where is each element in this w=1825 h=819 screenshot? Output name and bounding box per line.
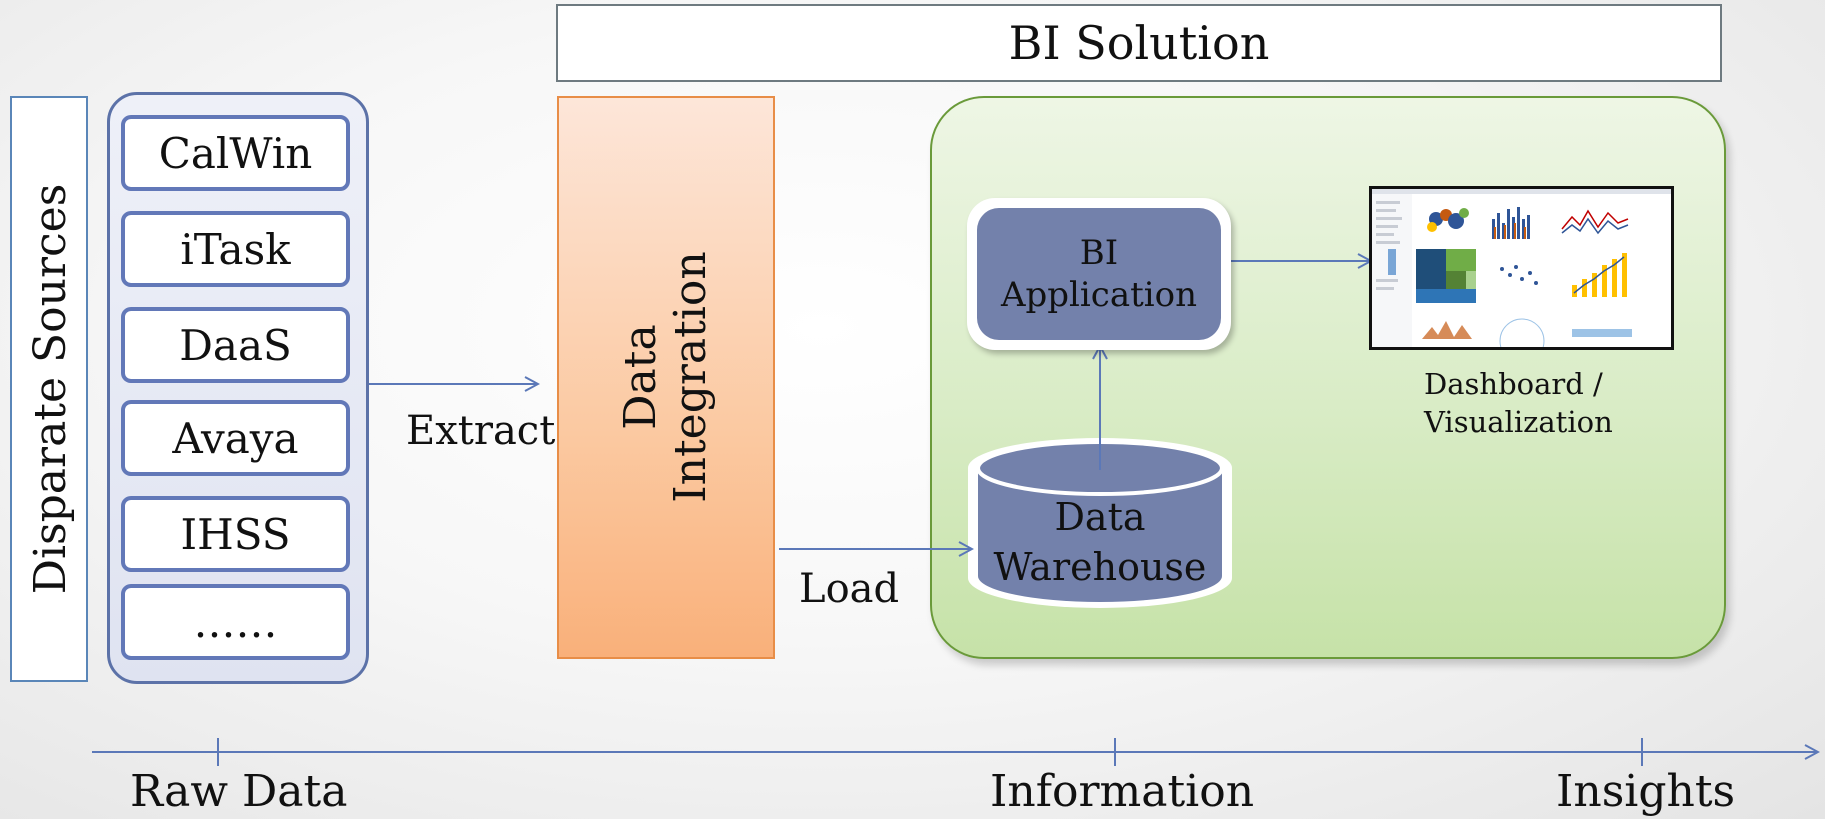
load-label: Load bbox=[799, 566, 900, 612]
timeline-label-raw-data: Raw Data bbox=[130, 766, 348, 817]
timeline-label-information: Information bbox=[990, 766, 1255, 817]
source-ihss: IHSS bbox=[121, 496, 350, 572]
dashboard-screenshot bbox=[1369, 186, 1674, 364]
source-more: …… bbox=[121, 584, 350, 660]
dashboard-thumbnail-image bbox=[1372, 189, 1671, 364]
source-avaya: Avaya bbox=[121, 400, 350, 476]
extract-label: Extract bbox=[406, 408, 556, 454]
source-itask: iTask bbox=[121, 211, 350, 287]
dashboard-caption-line2: Visualization bbox=[1424, 405, 1613, 439]
bi-application-node: BI Application bbox=[977, 208, 1221, 340]
data-warehouse-line1: Data bbox=[1054, 495, 1146, 539]
data-warehouse-cylinder bbox=[968, 438, 1232, 608]
disparate-sources-frame bbox=[10, 96, 88, 682]
bi-application-line2: Application bbox=[1000, 275, 1198, 315]
bi-solution-title: BI Solution bbox=[556, 4, 1722, 82]
data-warehouse-line2: Warehouse bbox=[993, 545, 1207, 589]
dashboard-caption-line1: Dashboard / bbox=[1424, 367, 1603, 401]
bi-application-line1: BI bbox=[1079, 233, 1119, 273]
data-integration-box bbox=[557, 96, 775, 659]
data-warehouse-label: Data Warehouse bbox=[968, 492, 1232, 592]
source-calwin: CalWin bbox=[121, 115, 350, 191]
source-daas: DaaS bbox=[121, 307, 350, 383]
timeline-label-insights: Insights bbox=[1556, 766, 1736, 817]
dashboard-caption: Dashboard / Visualization bbox=[1424, 365, 1684, 441]
